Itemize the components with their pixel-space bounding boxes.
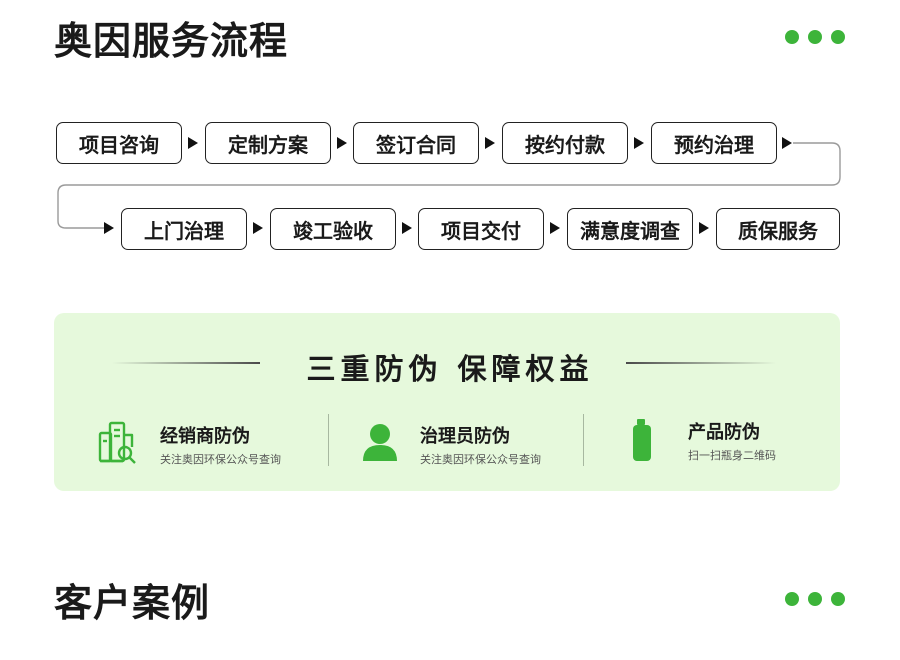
service-process-title: 奥因服务流程 xyxy=(54,19,289,63)
arrow-right-icon xyxy=(337,137,347,149)
dealer-anti-fake-desc: 关注奥因环保公众号查询 xyxy=(160,453,281,466)
dot xyxy=(785,592,799,606)
dealer-anti-fake-label: 经销商防伪 xyxy=(160,426,250,447)
dot xyxy=(808,592,822,606)
dot xyxy=(831,30,845,44)
arrow-right-icon xyxy=(485,137,495,149)
anti-counterfeit-card xyxy=(54,313,840,491)
flow-step-onsite-treatment: 上门治理 xyxy=(121,208,247,250)
person-icon xyxy=(363,424,397,461)
flow-step-contract: 签订合同 xyxy=(353,122,479,164)
arrow-right-icon xyxy=(253,222,263,234)
product-anti-fake-desc: 扫一扫瓶身二维码 xyxy=(688,449,776,462)
arrow-right-icon xyxy=(104,222,114,234)
flow-step-warranty: 质保服务 xyxy=(716,208,840,250)
flow-step-acceptance: 竣工验收 xyxy=(270,208,396,250)
dot xyxy=(808,30,822,44)
flow-step-custom-plan: 定制方案 xyxy=(205,122,331,164)
flow-connector-line xyxy=(57,142,841,229)
arrow-right-icon xyxy=(782,137,792,149)
operator-anti-fake-label: 治理员防伪 xyxy=(420,426,510,447)
dot xyxy=(785,30,799,44)
flow-step-delivery: 项目交付 xyxy=(418,208,544,250)
document-search-icon xyxy=(98,421,136,464)
flow-step-consult: 项目咨询 xyxy=(56,122,182,164)
divider xyxy=(583,414,584,466)
dot xyxy=(831,592,845,606)
flow-step-satisfaction-survey: 满意度调查 xyxy=(567,208,693,250)
more-dots-icon[interactable] xyxy=(785,592,845,606)
decorative-divider xyxy=(626,362,776,364)
customer-cases-title: 客户案例 xyxy=(54,581,211,625)
anti-counterfeit-title: 三重防伪 保障权益 xyxy=(306,352,594,386)
decorative-divider xyxy=(112,362,260,364)
product-anti-fake-label: 产品防伪 xyxy=(688,422,760,443)
arrow-right-icon xyxy=(402,222,412,234)
divider xyxy=(328,414,329,466)
spray-bottle-icon xyxy=(633,419,651,461)
arrow-right-icon xyxy=(634,137,644,149)
arrow-right-icon xyxy=(188,137,198,149)
flow-step-payment: 按约付款 xyxy=(502,122,628,164)
arrow-right-icon xyxy=(699,222,709,234)
operator-anti-fake-desc: 关注奥因环保公众号查询 xyxy=(420,453,541,466)
more-dots-icon[interactable] xyxy=(785,30,845,44)
arrow-right-icon xyxy=(550,222,560,234)
flow-step-appointment: 预约治理 xyxy=(651,122,777,164)
